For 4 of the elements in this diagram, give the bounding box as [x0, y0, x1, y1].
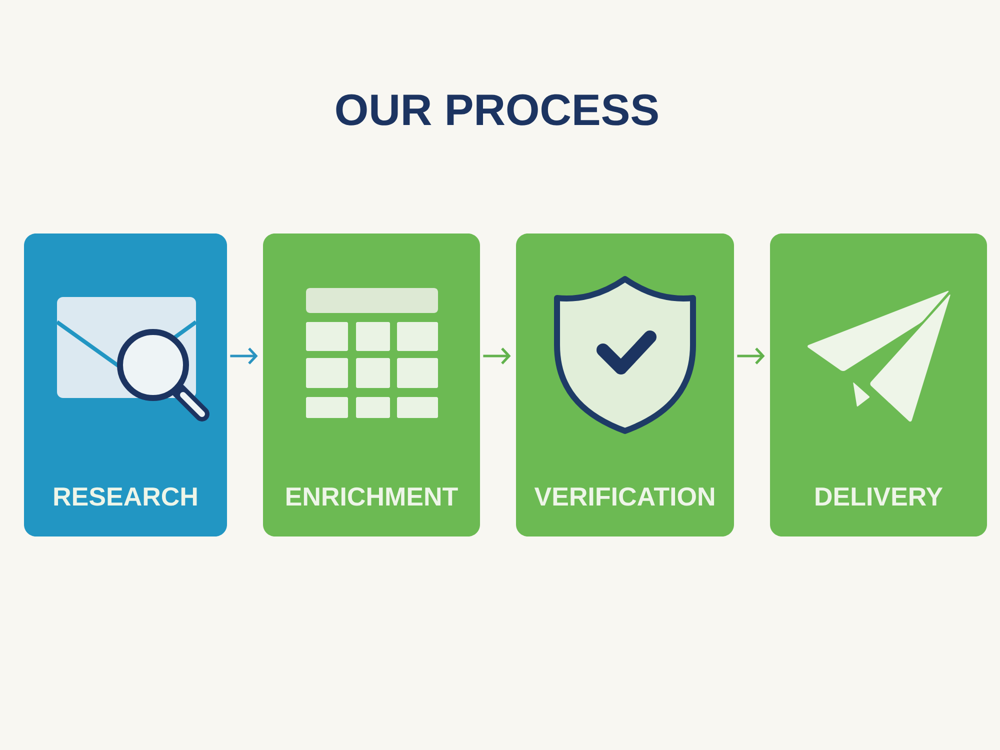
arrow — [737, 348, 765, 364]
arrow — [230, 348, 258, 364]
arrow — [483, 348, 511, 364]
title: OUR PROCESS — [336, 94, 658, 126]
